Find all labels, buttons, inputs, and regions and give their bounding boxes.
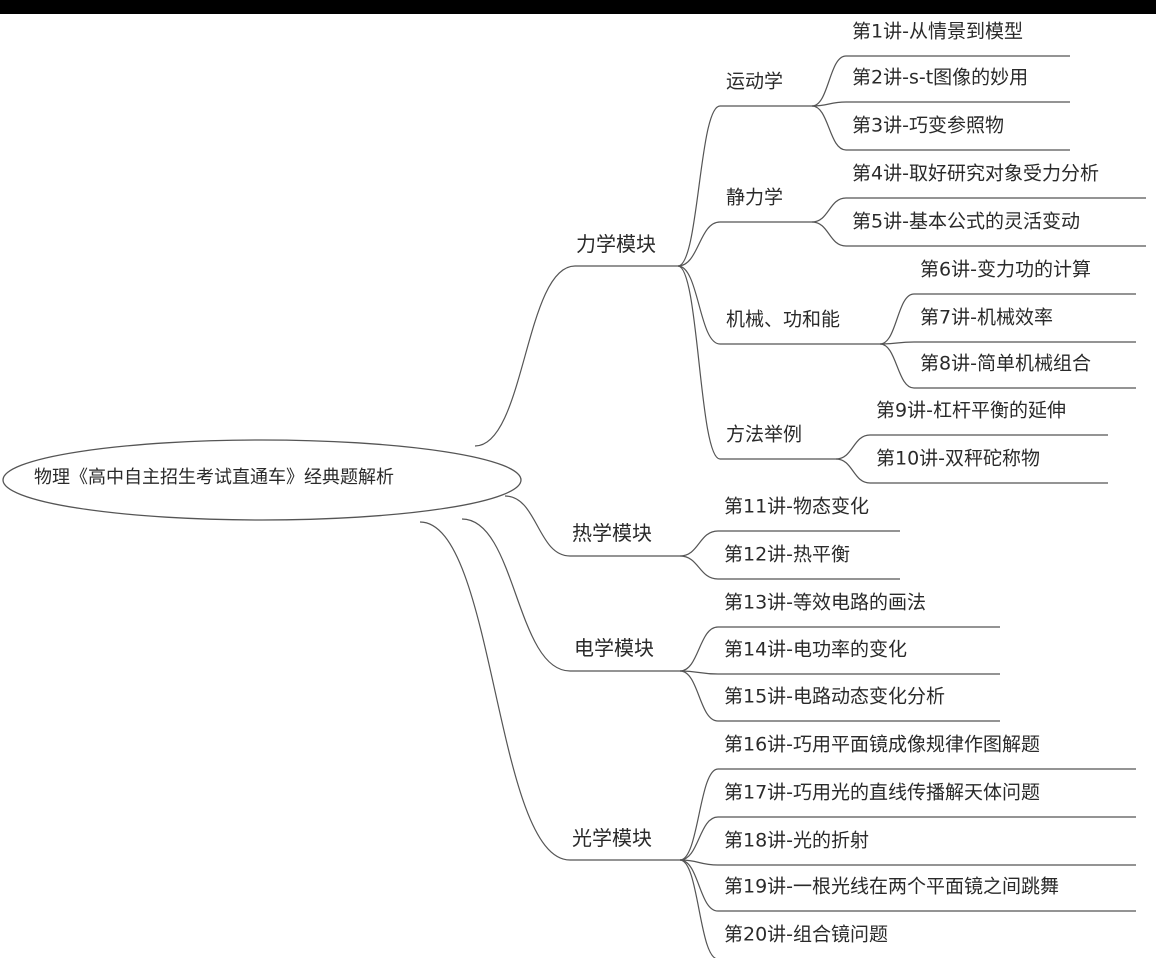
leaf-lecture-8: 第8讲-简单机械组合 <box>920 352 1091 375</box>
electric-edge-1 <box>679 670 719 675</box>
sub-work-energy-label: 机械、功和能 <box>726 308 841 331</box>
leaf-lecture-14: 第14讲-电功率的变化 <box>724 638 908 661</box>
leaf-lecture-15: 第15讲-电路动态变化分析 <box>724 685 946 708</box>
thermal-edge-0 <box>679 530 719 557</box>
leaf-lecture-6: 第6讲-变力功的计算 <box>920 258 1091 281</box>
module-electric-label: 电学模块 <box>574 636 654 660</box>
leaf-lecture-18: 第18讲-光的折射 <box>724 829 870 852</box>
work-energy-edge-2 <box>879 343 915 389</box>
statics-edge-0 <box>811 197 847 223</box>
leaf-lecture-7: 第7讲-机械效率 <box>920 306 1053 329</box>
edge-root-mechanics <box>474 265 576 447</box>
edge-mechanics-work-energy <box>677 265 721 345</box>
leaf-lecture-20: 第20讲-组合镜问题 <box>724 923 889 946</box>
edge-mechanics-methods <box>677 265 721 460</box>
leaf-lecture-17: 第17讲-巧用光的直线传播解天体问题 <box>724 781 1041 804</box>
leaf-lecture-1: 第1讲-从情景到模型 <box>852 20 1023 43</box>
mind-map-connectors <box>2 55 1146 958</box>
leaf-lecture-16: 第16讲-巧用平面镜成像规律作图解题 <box>724 733 1041 756</box>
leaf-lecture-9: 第9讲-杠杆平衡的延伸 <box>876 399 1066 422</box>
work-energy-edge-0 <box>879 293 915 345</box>
leaf-lecture-11: 第11讲-物态变化 <box>724 495 870 518</box>
statics-edge-1 <box>811 221 847 247</box>
methods-edge-0 <box>835 434 871 460</box>
electric-edge-2 <box>679 670 719 722</box>
edge-root-electric <box>461 518 571 672</box>
leaf-lecture-5: 第5讲-基本公式的灵活变动 <box>852 210 1080 233</box>
optics-edge-3 <box>679 859 719 912</box>
methods-edge-1 <box>835 458 871 484</box>
root-ellipse <box>2 439 522 521</box>
leaf-lecture-3: 第3讲-巧变参照物 <box>852 114 1004 137</box>
sub-methods-label: 方法举例 <box>726 423 803 446</box>
edge-mechanics-kinematics <box>677 105 721 267</box>
leaf-lecture-4: 第4讲-取好研究对象受力分析 <box>852 162 1099 185</box>
electric-edge-0 <box>679 626 719 672</box>
kinematics-edge-1 <box>811 101 847 107</box>
optics-edge-0 <box>679 768 719 861</box>
thermal-edge-1 <box>679 555 719 580</box>
leaf-lecture-19: 第19讲-一根光线在两个平面镜之间跳舞 <box>724 875 1060 898</box>
sub-kinematics-label: 运动学 <box>726 70 784 93</box>
mind-map-canvas: 物理《高中自主招生考试直通车》经典题解析 力学模块 热学模块 电学模块 光学模块… <box>0 14 1156 958</box>
sub-statics-label: 静力学 <box>726 186 784 209</box>
edge-root-optics <box>419 521 571 861</box>
optics-edge-4 <box>679 859 718 958</box>
module-thermal-label: 热学模块 <box>572 521 652 545</box>
leaf-lecture-12: 第12讲-热平衡 <box>724 543 851 566</box>
module-mechanics-label: 力学模块 <box>576 232 656 256</box>
optics-edge-2 <box>679 859 719 866</box>
leaf-lecture-2: 第2讲-s-t图像的妙用 <box>852 66 1029 89</box>
edge-root-thermal <box>504 495 571 557</box>
kinematics-edge-0 <box>811 55 847 107</box>
edge-mechanics-statics <box>677 221 721 267</box>
module-optics-label: 光学模块 <box>572 826 652 850</box>
leaf-lecture-13: 第13讲-等效电路的画法 <box>724 591 927 614</box>
work-energy-edge-1 <box>879 341 915 345</box>
kinematics-edge-2 <box>811 105 847 151</box>
root-node-label: 物理《高中自主招生考试直通车》经典题解析 <box>34 467 394 488</box>
leaf-lecture-10: 第10讲-双秤砣称物 <box>876 447 1041 470</box>
optics-edge-1 <box>679 816 719 861</box>
